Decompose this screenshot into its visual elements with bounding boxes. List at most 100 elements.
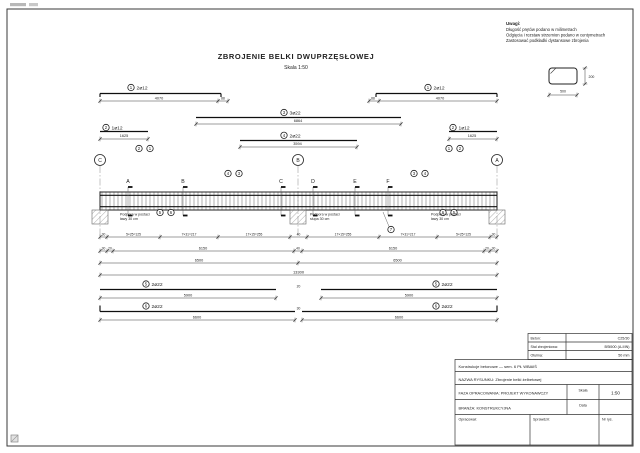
section-letter: F (386, 179, 389, 185)
callout-number: 6 (442, 210, 445, 215)
corner-mark (10, 434, 19, 443)
dim-line (377, 235, 381, 239)
section-marks: A B C D E F (126, 179, 393, 217)
dim-line (355, 145, 359, 149)
beam-stirrups (100, 192, 497, 210)
axis-label-b: B (296, 158, 300, 164)
callout-number: 1 (149, 146, 152, 151)
author-label: Opracował: (459, 418, 477, 422)
beam-elevation (91, 191, 506, 225)
dim-line (98, 99, 102, 103)
dim-line (293, 318, 297, 322)
title-block-frame (454, 359, 633, 446)
dim-line (495, 273, 499, 277)
dim-label: 7×31=217 (182, 233, 197, 237)
drawing-number-label: Nr rys. (602, 418, 613, 422)
bar-dim: 6864 (294, 119, 302, 123)
support-notes: Podpora w postaci ławy 30 cm Podpora w p… (120, 213, 461, 222)
callout-number: 1 (448, 146, 451, 151)
bar-number-circle (280, 108, 288, 117)
support-note: ławy 30 cm (120, 217, 138, 221)
dim-line (98, 261, 102, 265)
notes-block: Uwagi: Długość prętów podano w milimetra… (506, 21, 606, 43)
dimension-labels: 30 5×25=125 7×31=217 17×15=255 40 17×15=… (102, 233, 496, 311)
callout-number: 7 (390, 227, 393, 232)
dim-line (274, 296, 278, 300)
bar-number: 4 (283, 133, 286, 138)
dim-line (495, 137, 499, 141)
stirrup-width-dim: 500 (560, 90, 566, 94)
dim-label: 5×25=125 (456, 233, 471, 237)
section-letter: A (126, 179, 130, 185)
dim-line (488, 249, 492, 253)
bar-spec: 2⌀22 (442, 304, 453, 310)
dim-line (296, 261, 300, 265)
drawing-title: ZBROJENIE BELKI DWUPRZĘSŁOWEJ (218, 52, 375, 61)
dim-label: 17×15=255 (335, 233, 352, 237)
bar-spec: 2⌀22 (290, 133, 301, 139)
dim-line (146, 137, 150, 141)
dim-line (377, 99, 381, 103)
dim-line (399, 122, 403, 126)
section-mark-f: F (386, 179, 393, 217)
dim-line (216, 99, 220, 103)
bar-number: 1 (427, 85, 430, 90)
bar-spec: 1⌀12 (459, 126, 470, 132)
bar-spec: 3⌀22 (290, 111, 301, 117)
callout-number: 2 (459, 146, 462, 151)
course-title: Konstrukcje betonowe — sem. 6 PŁ WBAiIŚ (459, 364, 538, 369)
bar-number-circle (102, 123, 110, 132)
support-left (91, 209, 109, 225)
bottom-bars: 5 2⌀22 5 2⌀22 5900 5900 6 2⌀22 6 2⌀22 66… (99, 280, 498, 319)
bar-dim: 4070 (436, 96, 444, 100)
drawing-name: NAZWA RYSUNKU: Zbrojenie belki żelbetowe… (459, 377, 542, 382)
dim-line (98, 318, 102, 322)
section-letter: B (181, 179, 185, 185)
support-note: Podpora w postaci (431, 213, 461, 217)
material-label: Beton: (531, 337, 541, 341)
bar-number-circle (424, 83, 432, 92)
section-mark-e: E (353, 179, 360, 217)
dim-line (495, 261, 499, 265)
branch: BRANŻA: KONSTRUKCYJNA (459, 406, 512, 411)
phase: FAZA OPRACOWANIA: PROJEKT WYKONAWCZY (459, 391, 549, 396)
dim-label: 6150 (389, 247, 397, 251)
dim-line (495, 235, 499, 239)
dim-label: 30 (492, 247, 496, 251)
material-label: Stal zbrojeniowa: (531, 345, 558, 349)
support-note: ławy 30 cm (431, 217, 449, 221)
support-note: Podpora w postaci (310, 213, 340, 217)
callout-number: 2 (138, 146, 141, 151)
dim-line (98, 296, 102, 300)
note-line: Odgięcia i rozstaw strzemion podano w ce… (506, 33, 606, 38)
bar-number: 3 (283, 110, 286, 115)
stirrup-height-dim: 200 (589, 75, 595, 79)
dim-line (98, 249, 102, 253)
date-label: Data (579, 404, 587, 408)
bar-number: 6 (435, 304, 438, 309)
top-bars: 1 2⌀12 4070 88 1 2⌀12 88 4070 3 3⌀22 686… (99, 83, 498, 146)
dimension-lines (98, 66, 588, 323)
dim-line (482, 249, 486, 253)
section-mark-b: B (181, 179, 188, 217)
dim-label: 5×25=125 (126, 233, 141, 237)
bar-dim: 6600 (193, 315, 201, 319)
bar-dim: 6600 (395, 315, 403, 319)
bar-number-circle (127, 83, 135, 92)
material-value: BSt500 (A-IIIN) (604, 345, 629, 349)
stirrup-detail: 500 200 (548, 67, 595, 94)
callout-number: 3 (413, 171, 416, 176)
bar-dim: 88 (371, 96, 375, 100)
dim-line (111, 249, 115, 253)
bar-dim: 1625 (120, 134, 128, 138)
dim-label: 30 (102, 233, 106, 237)
bar-dim: 88 (221, 96, 225, 100)
dim-label: 20 (108, 247, 112, 251)
scale-label: Skala (579, 389, 588, 393)
section-letter: D (311, 179, 315, 185)
dim-label: 40 (297, 233, 301, 237)
bar-dim: 5900 (405, 293, 413, 297)
dim-line (292, 249, 296, 253)
bar-dim: 3594 (293, 142, 301, 146)
